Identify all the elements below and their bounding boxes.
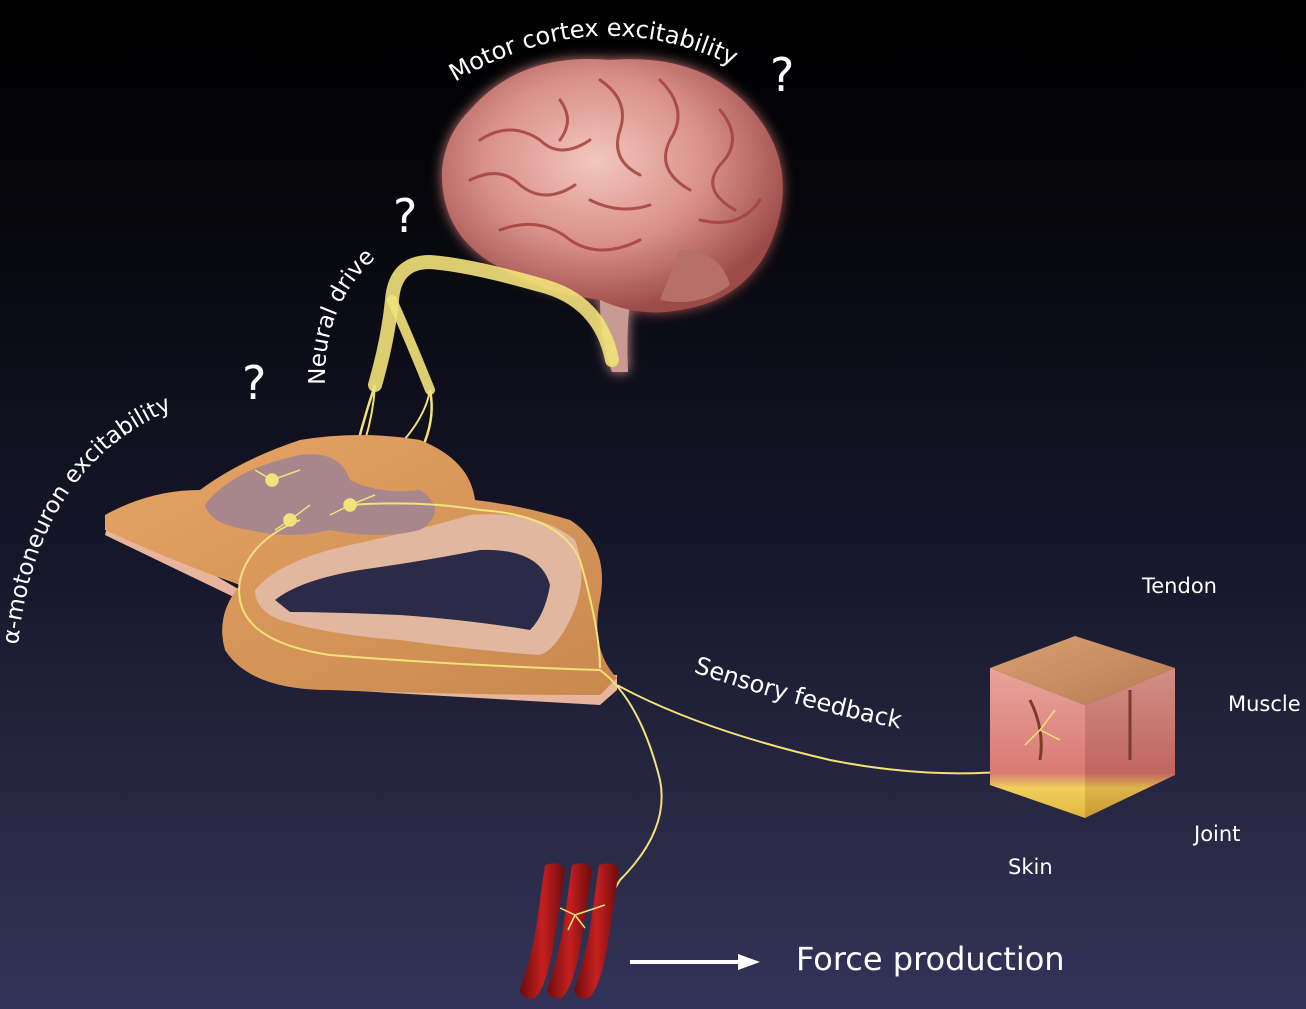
right-arrow-icon	[630, 954, 760, 970]
joint-label: Joint	[1194, 822, 1240, 846]
neural-drive-question-mark: ?	[393, 193, 417, 239]
skin-tissue-block	[990, 636, 1175, 818]
muscle-label: Muscle	[1228, 692, 1301, 716]
brain-illustration	[442, 59, 783, 372]
alpha-motoneuron-question-mark: ?	[242, 360, 266, 406]
skin-label: Skin	[1008, 855, 1053, 879]
sensory-feedback-label: Sensory feedback	[691, 651, 904, 734]
spinal-cord-section	[105, 435, 662, 905]
neural-drive-label: Neural drive	[305, 244, 380, 385]
tendon-label: Tendon	[1142, 574, 1217, 598]
muscle-fibers	[520, 863, 619, 998]
force-production-label: Force production	[796, 940, 1065, 978]
motor-cortex-question-mark: ?	[770, 52, 794, 98]
